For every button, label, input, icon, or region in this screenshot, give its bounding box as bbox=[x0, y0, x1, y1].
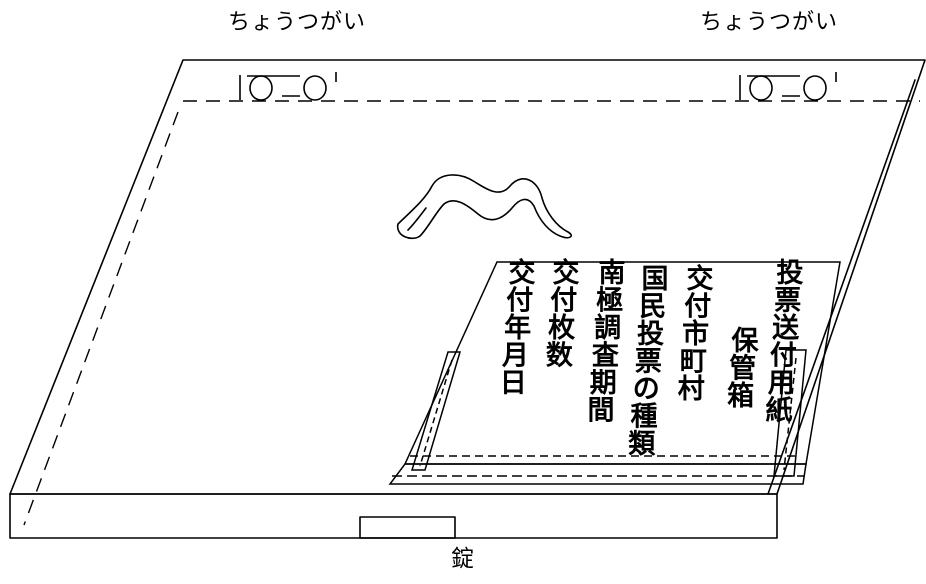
hinge-right-symbol bbox=[739, 72, 837, 101]
lock-plate bbox=[359, 516, 456, 539]
lid-right-inner-edge bbox=[767, 79, 916, 495]
lid-note-column: 保管箱 bbox=[727, 326, 759, 412]
lid-note-column: 交付市町村 bbox=[678, 263, 714, 405]
lid-note-column: 交付枚数 bbox=[546, 257, 580, 372]
lid-note-column: 投票送付用紙 bbox=[766, 258, 804, 427]
lock-label: 錠 bbox=[451, 546, 475, 572]
lid-note-column: 交付年月日 bbox=[500, 257, 536, 399]
lid-handle bbox=[396, 174, 572, 240]
hinge-label-left: ちょうつがい bbox=[228, 10, 367, 35]
lid-note-column: 国民投票の種類 bbox=[628, 264, 668, 460]
lid-note-column: 南極調査期間 bbox=[588, 258, 626, 427]
label-card bbox=[388, 261, 841, 485]
left-dashed-edge bbox=[23, 111, 179, 526]
hinge-label-right: ちょうつがい bbox=[700, 10, 839, 35]
box-front-face bbox=[9, 493, 778, 539]
hinge-left-symbol bbox=[239, 72, 337, 101]
